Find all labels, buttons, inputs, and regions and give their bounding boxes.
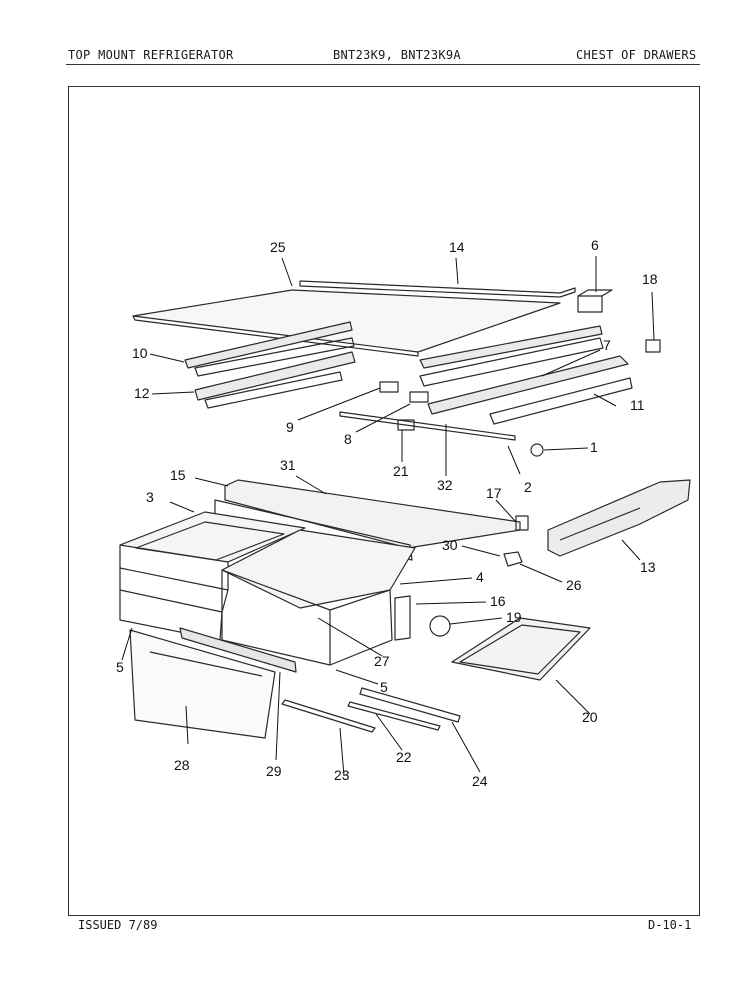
part-label-27: 27 [374,653,390,669]
part-label-16: 16 [490,593,506,609]
part-label-4: 4 [476,569,484,585]
part-label-15: 15 [170,467,186,483]
crisper-cover-drawing [451,617,591,681]
bottom-trim-drawing [281,699,376,733]
part-label-8: 8 [344,431,352,447]
part-label-26: 26 [566,577,582,593]
part-label-21: 21 [393,463,409,479]
rod-drawing [339,411,516,441]
footer-page-code: D-10-1 [648,918,692,932]
part-label-20: 20 [582,709,598,725]
part-label-7: 7 [603,337,611,353]
part-label-12: 12 [134,385,150,401]
header-model-numbers: BNT23K9, BNT23K9A [333,48,461,62]
part-label-24: 24 [472,773,488,789]
part-label-31: 31 [280,457,296,473]
part-label-5-right: 5 [380,679,388,695]
part-label-10: 10 [132,345,148,361]
part-label-11: 11 [630,397,645,413]
left-rail-upper-drawing [184,321,353,369]
part-label-17: 17 [486,485,502,501]
part-label-18: 18 [642,271,658,287]
diagram-frame [68,86,700,916]
part-label-30: 30 [442,537,458,553]
header-title-right: CHEST OF DRAWERS [576,48,697,62]
front-panel-drawing [129,629,276,739]
header-rule [66,64,700,65]
footer-issued-date: ISSUED 7/89 [78,918,158,932]
header-title-left: TOP MOUNT REFRIGERATOR [68,48,234,62]
shelf-frame-rail-drawing [299,280,576,298]
right-rail-lower-drawing [427,355,629,415]
left-rail-lower-drawing [194,351,356,401]
part-label-32: 32 [437,477,453,493]
part-label-5-left: 5 [116,659,124,675]
part-label-1: 1 [590,439,598,455]
right-rail-upper-drawing [419,325,603,369]
part-label-19: 19 [506,609,522,625]
part-label-13: 13 [640,559,656,575]
part-label-22: 22 [396,749,412,765]
side-trim-drawing [347,701,441,731]
handle-trim-drawing [179,627,297,673]
part-label-9: 9 [286,419,294,435]
part-label-25: 25 [270,239,286,255]
part-label-29: 29 [266,763,282,779]
part-label-28: 28 [174,757,190,773]
part-label-14: 14 [449,239,465,255]
part-label-3: 3 [146,489,154,505]
right-track-drawing [547,479,691,557]
part-label-23: 23 [334,767,350,783]
part-label-6: 6 [591,237,599,253]
shelf-glass-drawing [132,289,561,353]
part-label-2: 2 [524,479,532,495]
